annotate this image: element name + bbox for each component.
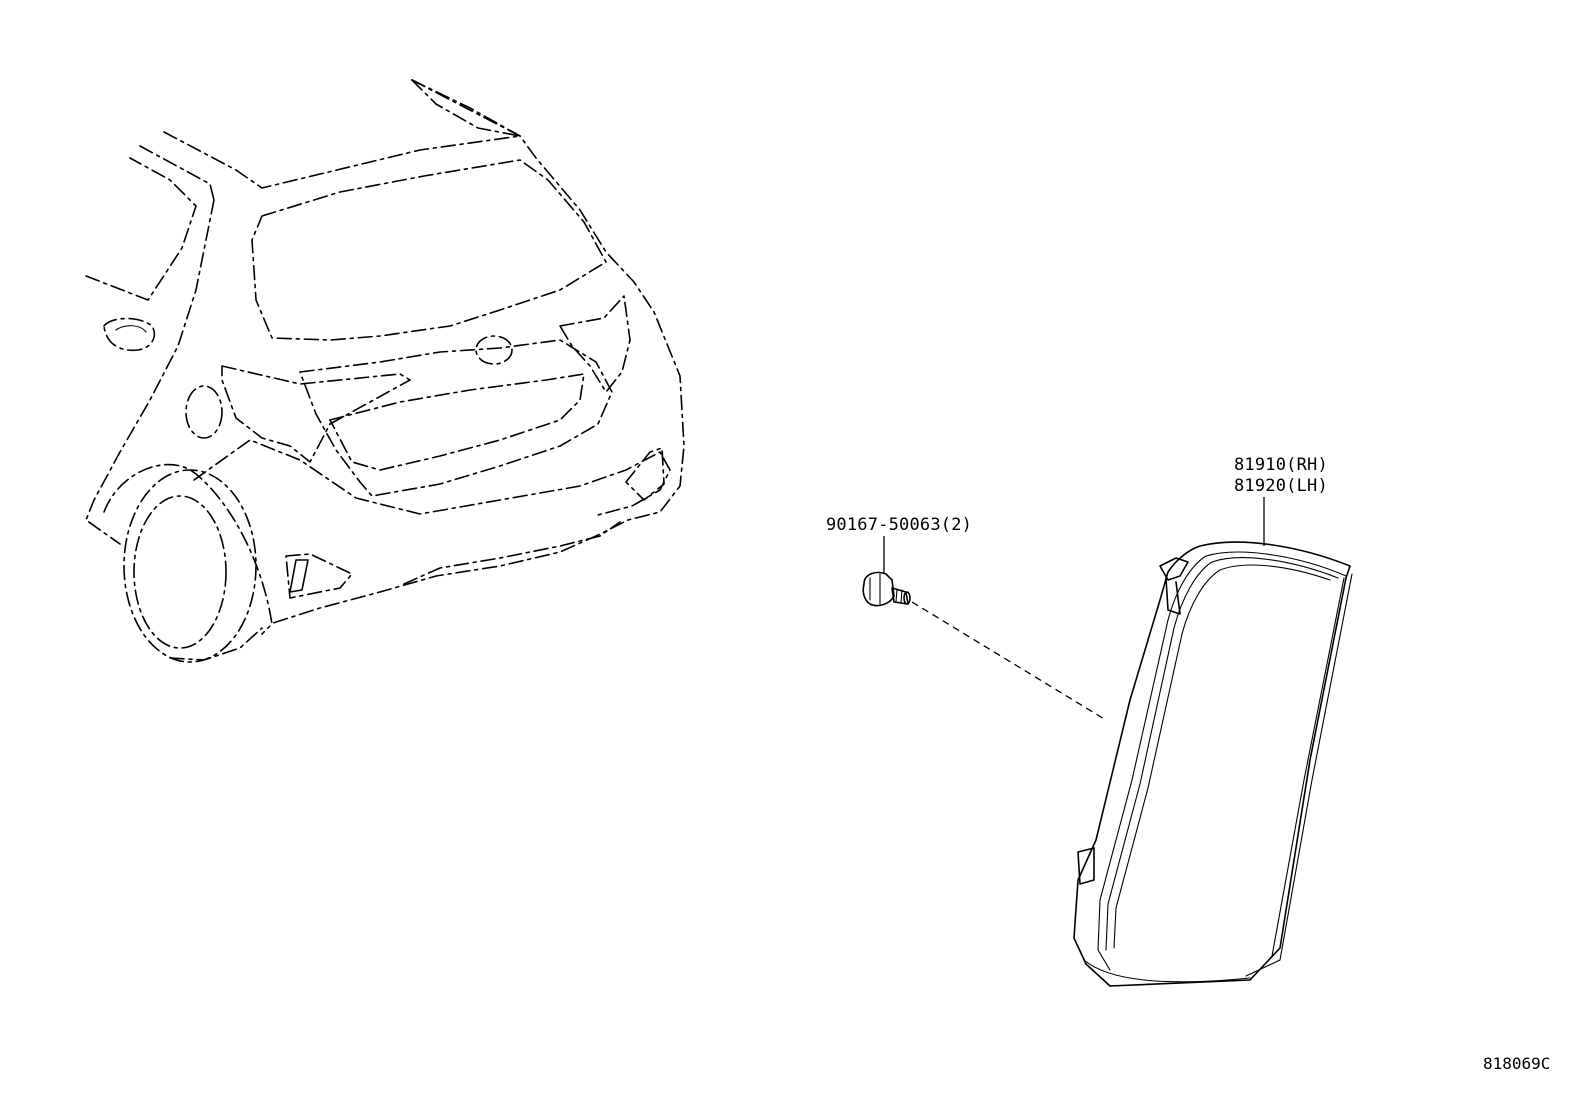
back-door-lower (299, 339, 613, 497)
tire-inner (133, 495, 227, 649)
emblem (475, 335, 513, 365)
spoiler-upper (163, 131, 521, 189)
rear-window (251, 159, 607, 341)
lamp-mount-tab-top (1159, 557, 1189, 581)
roof-line (269, 79, 685, 625)
install-line (911, 601, 1107, 721)
part-number-label: 81920(LH) (1234, 476, 1328, 496)
side-window (85, 157, 197, 301)
door-handle (103, 317, 156, 352)
bolt-tip (903, 591, 911, 605)
illustration-id: 818069C (1483, 1054, 1550, 1073)
tail-lamp-right (559, 295, 631, 393)
lamp-bottom-edge (1083, 959, 1251, 983)
tail-lamp-left (221, 365, 411, 463)
callout-90167: 90167-50063(2) (826, 515, 972, 574)
part-number-label: 90167-50063(2) (826, 515, 972, 535)
lamp-inner-rim-2 (1105, 557, 1339, 951)
reflector-right (625, 447, 665, 501)
bolt-head-flats (869, 573, 881, 605)
door-handle-inner (115, 325, 147, 333)
wheel-arch (103, 463, 273, 635)
bolt-part (862, 571, 911, 607)
part-number-label: 81910(RH) (1234, 455, 1328, 475)
spoiler-lower (139, 145, 215, 201)
lamp-inner-rim-3 (1113, 564, 1331, 949)
bumper-lower (403, 521, 621, 585)
body-side (85, 199, 215, 545)
reflector-left-housing (285, 553, 353, 599)
rear-bumper (193, 439, 671, 517)
lamp-mount-tab-bottom (1077, 847, 1095, 885)
roof-side (411, 79, 521, 137)
lamp-mount-bracket (1165, 577, 1181, 615)
fuel-lid (185, 385, 223, 439)
callout-81910: 81910(RH) 81920(LH) (1234, 455, 1328, 546)
tire-outer (123, 469, 257, 663)
license-plate-area (329, 373, 585, 471)
reflector-left (289, 559, 309, 593)
vehicle-outline (85, 79, 685, 663)
lamp-lens-edge-2 (1271, 577, 1345, 957)
tire-bottom (169, 627, 263, 661)
lamp-inner-rim (1097, 551, 1347, 971)
bolt-thread (895, 588, 903, 604)
lamp-lens-edge (1245, 573, 1353, 977)
lamp-outer-shell (1073, 541, 1351, 987)
roof-edge (411, 79, 521, 137)
tail-lamp-part (1073, 541, 1353, 987)
bolt-head (862, 571, 895, 607)
